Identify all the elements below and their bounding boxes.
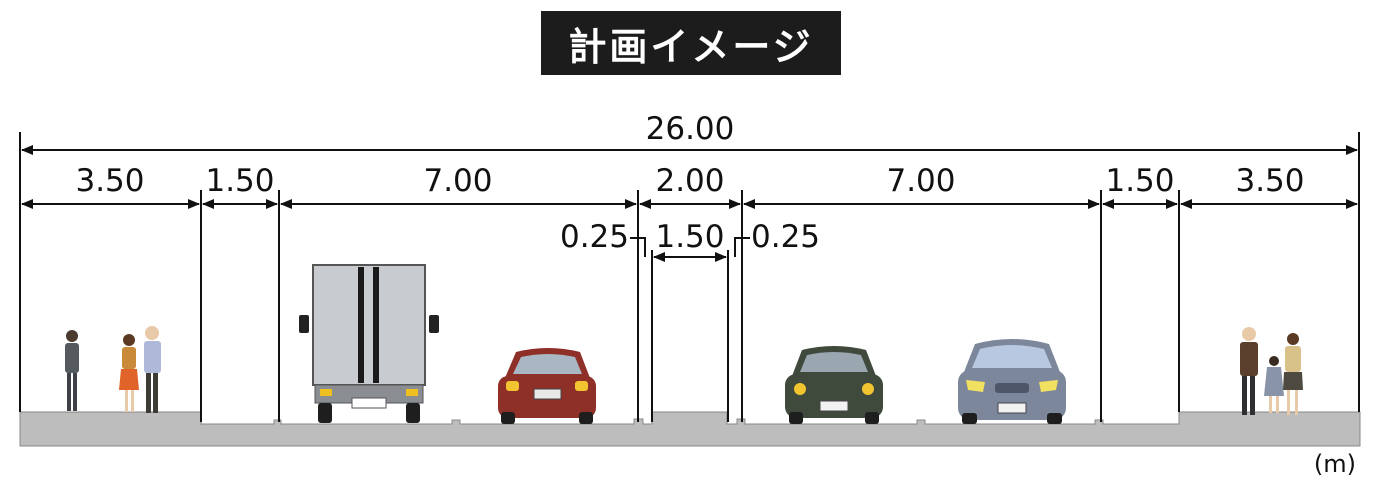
segment-label: 7.00 bbox=[886, 163, 955, 199]
segment-label: 3.50 bbox=[75, 163, 144, 199]
pedestrian-icon bbox=[1283, 333, 1303, 415]
median-center-label: 1.50 bbox=[655, 219, 724, 255]
segment-label: 1.50 bbox=[1105, 163, 1174, 199]
ground-profile bbox=[19, 411, 1361, 447]
median-detail-lines bbox=[630, 237, 750, 257]
page-title: 計画イメージ bbox=[541, 11, 841, 75]
car-icon bbox=[785, 346, 883, 424]
boundary-lines bbox=[19, 132, 1360, 422]
segment-label: 2.00 bbox=[655, 163, 724, 199]
pedestrian-icon bbox=[1240, 327, 1258, 415]
pedestrian-icon bbox=[65, 330, 79, 411]
car-icon bbox=[498, 348, 596, 424]
segment-label: 3.50 bbox=[1235, 163, 1304, 199]
car-icon bbox=[958, 339, 1066, 424]
truck-icon bbox=[299, 264, 439, 423]
median-right-offset-label: 0.25 bbox=[751, 219, 820, 255]
segment-label: 1.50 bbox=[205, 163, 274, 199]
pedestrian-icon bbox=[1264, 356, 1284, 413]
pedestrian-icon bbox=[144, 326, 161, 413]
unit-label: (m) bbox=[1313, 450, 1356, 478]
segment-label: 7.00 bbox=[423, 163, 492, 199]
pedestrian-icon bbox=[119, 334, 139, 412]
total-width-label: 26.00 bbox=[646, 111, 735, 147]
median-left-offset-label: 0.25 bbox=[560, 219, 629, 255]
